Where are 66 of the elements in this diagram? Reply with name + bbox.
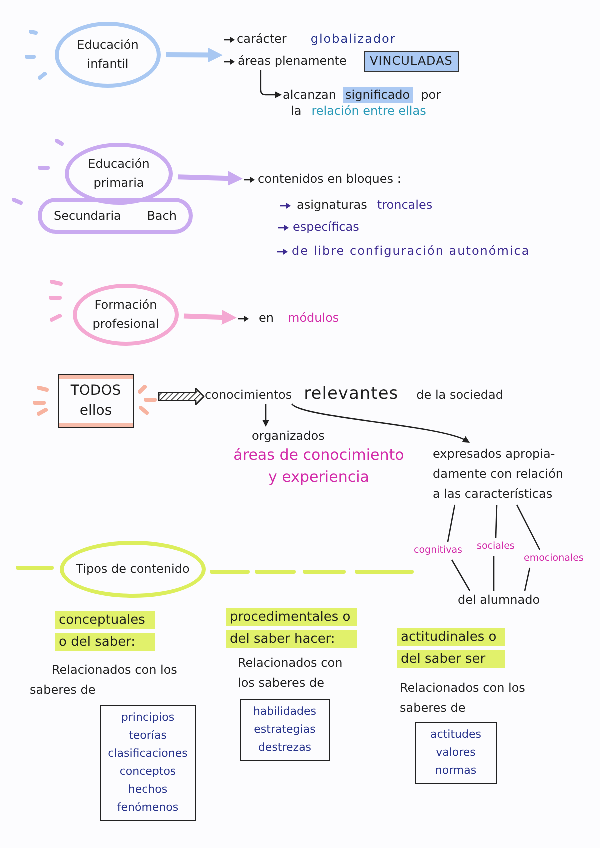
topic-bubble: Secundaria Bach <box>38 198 193 234</box>
note-text: emocionales <box>524 551 584 567</box>
connector-line <box>493 556 495 591</box>
note-text: organizados <box>252 428 325 444</box>
note-text: asignaturas <box>297 197 368 213</box>
arrow <box>184 310 237 325</box>
list-box <box>100 705 196 821</box>
emphasis-text: troncales <box>377 197 433 213</box>
emphasis-text: relación entre ellas <box>312 103 426 119</box>
arrow <box>178 171 243 186</box>
note-text: contenidos en bloques : <box>258 171 402 187</box>
connector-line <box>495 504 498 538</box>
block-arrow <box>158 388 205 406</box>
list-item: estrategias <box>254 722 316 738</box>
note-text: sociales <box>477 539 515 555</box>
emphasis-text: áreas de conocimiento y experiencia <box>232 445 406 488</box>
arrow <box>262 404 270 427</box>
note-text: específicas <box>293 219 360 235</box>
arrow <box>292 403 470 443</box>
arrow <box>260 70 282 98</box>
highlighted-heading: procedimentales o del saber hacer: <box>226 607 357 651</box>
list-item: principios <box>121 710 175 726</box>
list-item: hechos <box>128 782 168 798</box>
topic-ellipse: Educación primaria <box>65 143 173 205</box>
note-text: expresados apropia- damente con relación a las características <box>433 444 570 504</box>
list-item: valores <box>436 745 476 761</box>
emphasis-text: módulos <box>288 310 340 326</box>
topic-ellipse: Educación infantil <box>55 22 161 88</box>
list-item: actitudes <box>430 727 482 743</box>
connector-line <box>524 568 531 592</box>
note-text: Relacionados con los saberes de <box>30 662 178 699</box>
topic-ellipse: Formación profesional <box>73 284 179 346</box>
note-text: alcanzan <box>283 87 337 103</box>
connector-line <box>447 504 456 542</box>
framed-heading: TODOS ellos <box>58 374 134 428</box>
arrow <box>166 48 223 63</box>
highlighted-heading: actitudinales o del saber ser <box>397 627 505 671</box>
boxed-keyword: VINCULADAS <box>364 51 459 72</box>
list-item: clasificaciones <box>108 746 188 762</box>
highlighted-text: significado <box>342 87 414 103</box>
note-text: de la sociedad <box>416 387 504 403</box>
connector-line <box>516 504 541 550</box>
list-item: destrezas <box>258 740 312 756</box>
note-text: la <box>291 103 302 119</box>
note-text: de libre configuración autonómica <box>292 243 530 259</box>
emphasis-text: relevantes <box>304 386 399 402</box>
list-item: conceptos <box>120 764 176 780</box>
highlighted-heading: conceptuales o del saber: <box>55 610 155 654</box>
note-text: en <box>259 310 274 326</box>
note-text: Relacionados con los saberes de <box>238 655 344 692</box>
note-text: áreas plenamente <box>238 53 347 69</box>
list-box <box>240 699 330 761</box>
note-text: conocimientos <box>205 387 292 403</box>
list-item: fenómenos <box>117 800 179 816</box>
emphasis-text: globalizador <box>310 31 396 47</box>
note-text: carácter <box>237 31 287 47</box>
topic-ellipse: Tipos de contenido <box>60 541 206 598</box>
note-text: cognitivas <box>414 543 462 559</box>
list-item: normas <box>435 763 477 779</box>
note-text: del alumnado <box>458 592 540 608</box>
note-text: Relacionados con los saberes de <box>400 680 526 717</box>
connector-line <box>451 560 471 592</box>
note-text: por <box>421 87 442 103</box>
list-item: habilidades <box>253 704 317 720</box>
list-box <box>415 722 497 784</box>
list-item: teorías <box>129 728 167 744</box>
